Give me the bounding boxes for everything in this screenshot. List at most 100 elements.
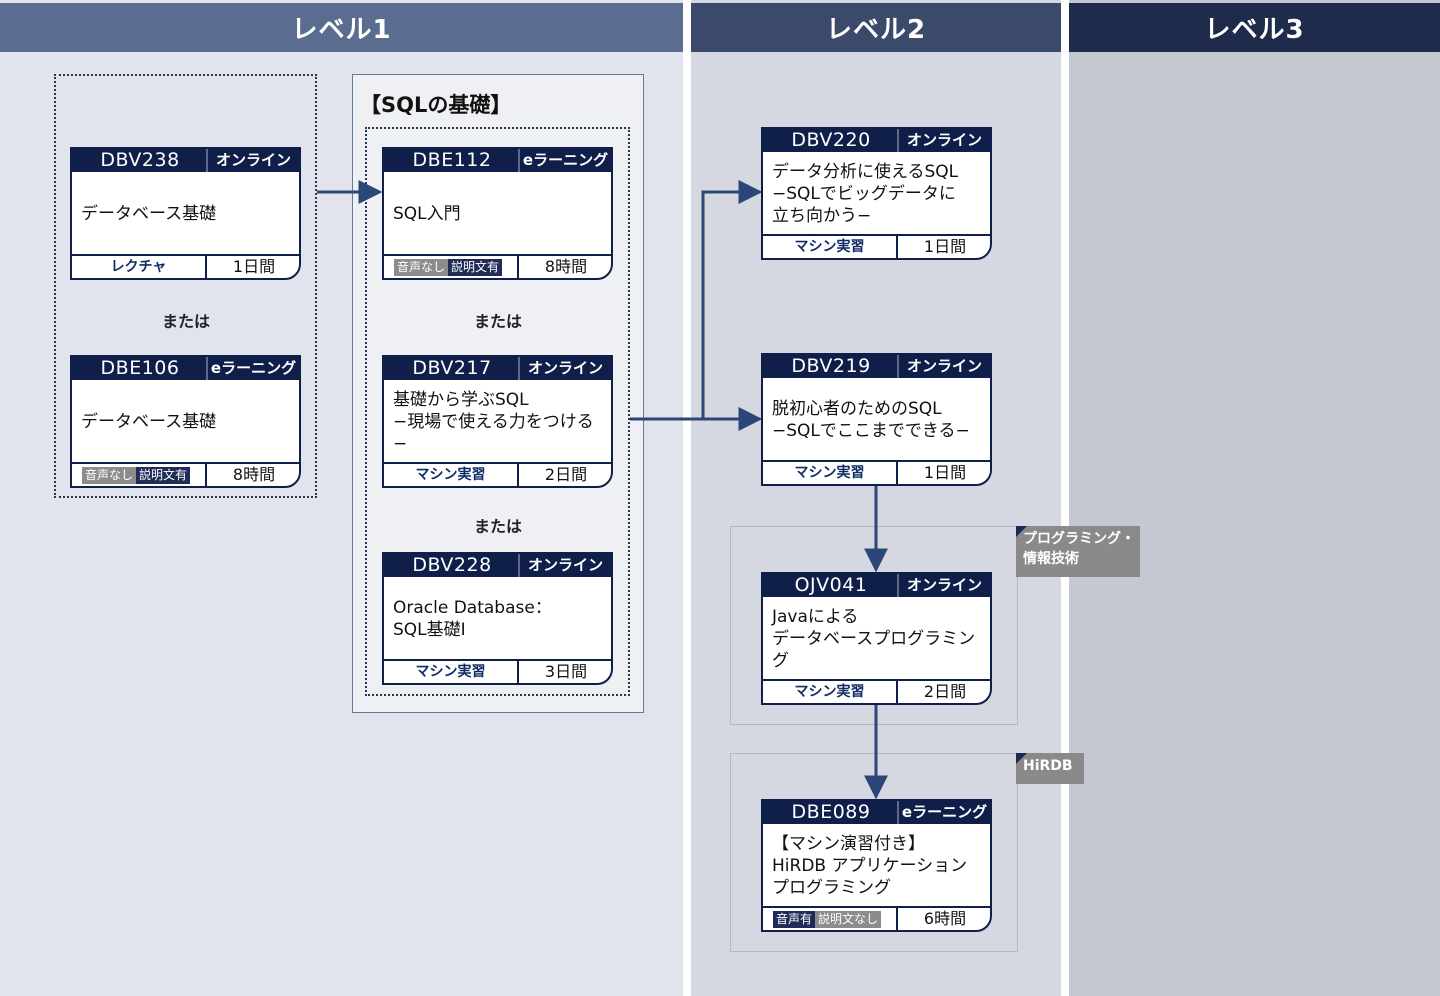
programming-tag: プログラミング・ 情報技術 — [1016, 526, 1140, 577]
course-card-dbe089[interactable]: DBE089 eラーニング【マシン演習付き】 HiRDB アプリケーション プログ… — [761, 799, 992, 932]
card-header: DBE112 eラーニング — [384, 149, 611, 172]
chip-group: 音声有説明文なし — [773, 911, 898, 928]
alternatives-box-left — [54, 74, 317, 498]
arrow-sql-to-dbv220 — [701, 180, 763, 419]
delivery-tag: eラーニング — [206, 357, 299, 380]
training-method: マシン実習 — [384, 661, 519, 683]
feature-chip: 説明文有 — [448, 259, 503, 276]
card-header: DBE106 eラーニング — [72, 357, 299, 380]
course-duration: 1日間 — [232, 257, 276, 276]
course-title: Oracle Database： SQL基礎Ⅰ — [393, 598, 552, 640]
course-code: OJV041 — [794, 574, 868, 596]
delivery-tag: オンライン — [206, 149, 299, 172]
column-label: レベル2 — [825, 15, 927, 45]
card-footer: 音声なし説明文有 8時間 — [384, 254, 611, 278]
course-duration: 6時間 — [923, 909, 967, 928]
course-title: 脱初心者のためのSQL −SQLでここまでできる− — [772, 399, 970, 441]
training-method: マシン実習 — [763, 681, 898, 703]
hirdb-frame — [730, 753, 1018, 952]
card-footer: 音声なし説明文有 8時間 — [72, 462, 299, 486]
training-method: マシン実習 — [763, 462, 898, 484]
card-footer: マシン実習 2日間 — [763, 679, 990, 703]
card-header: DBV238 オンライン — [72, 149, 299, 172]
course-title: データベース基礎 — [81, 204, 217, 224]
column-label: レベル1 — [291, 15, 392, 45]
course-duration: 3日間 — [544, 662, 588, 681]
course-code: DBV219 — [791, 355, 871, 377]
course-title: Javaによる データベースプログラミング — [772, 607, 976, 671]
feature-chip: 音声なし — [82, 467, 137, 484]
course-card-dbe112[interactable]: DBE112 eラーニング SQL入門音声なし説明文有 8時間 — [382, 147, 613, 280]
course-code: DBV220 — [791, 129, 871, 151]
chip-cell — [384, 256, 519, 278]
feature-chip: 説明文有 — [136, 467, 191, 484]
delivery-tag: eラーニング — [897, 801, 990, 824]
card-footer: 音声有説明文なし 6時間 — [763, 906, 990, 930]
column-header-level-1: レベル1 — [0, 3, 683, 52]
course-code: DBV238 — [100, 149, 180, 171]
course-code: DBE106 — [100, 357, 180, 379]
card-footer: マシン実習 2日間 — [384, 462, 611, 486]
course-duration: 8時間 — [232, 465, 276, 484]
course-card-dbv219[interactable]: DBV219 オンライン脱初心者のためのSQL −SQLでここまでできる− マシン実… — [761, 353, 992, 486]
course-card-dbe106[interactable]: DBE106 eラーニングデータベース基礎音声なし説明文有 8時間 — [70, 355, 301, 488]
chip-cell — [72, 464, 207, 486]
column-header-level-3: レベル3 — [1069, 3, 1440, 52]
or-label: または — [161, 312, 210, 331]
training-method: マシン実習 — [384, 464, 519, 486]
course-title: 基礎から学ぶSQL −現場で使える力をつける− — [393, 390, 594, 454]
course-duration: 1日間 — [923, 463, 967, 482]
feature-chip: 説明文なし — [815, 911, 882, 928]
card-header: DBV228 オンライン — [384, 554, 611, 577]
training-method: マシン実習 — [763, 236, 898, 258]
or-label: または — [473, 517, 522, 536]
hirdb-tag: HiRDB — [1016, 753, 1084, 784]
card-footer: マシン実習 1日間 — [763, 460, 990, 484]
course-duration: 2日間 — [544, 465, 588, 484]
course-code: DBV228 — [412, 554, 492, 576]
course-card-dbv238[interactable]: DBV238 オンラインデータベース基礎レクチャ 1日間 — [70, 147, 301, 280]
course-duration: 8時間 — [544, 257, 588, 276]
delivery-tag: オンライン — [518, 357, 611, 380]
card-footer: マシン実習 1日間 — [763, 234, 990, 258]
card-header: DBV217 オンライン — [384, 357, 611, 380]
chip-group: 音声なし説明文有 — [394, 259, 519, 276]
or-label: または — [473, 312, 522, 331]
delivery-tag: eラーニング — [518, 149, 611, 172]
programming-frame — [730, 526, 1018, 725]
card-header: OJV041 オンライン — [763, 574, 990, 597]
chip-group: 音声なし説明文有 — [82, 467, 207, 484]
course-title: データベース基礎 — [81, 412, 217, 432]
course-card-dbv217[interactable]: DBV217 オンライン基礎から学ぶSQL −現場で使える力をつける− マシン実習 2… — [382, 355, 613, 488]
course-title: データ分析に使えるSQL −SQLでビッグデータに 立ち向かう− — [772, 162, 959, 226]
feature-chip: 音声なし — [394, 259, 449, 276]
chip-cell — [763, 908, 898, 930]
course-code: DBE112 — [412, 149, 492, 171]
group-title: 【SQLの基礎】 — [360, 93, 512, 117]
column-header-level-2: レベル2 — [691, 3, 1061, 52]
course-code: DBE089 — [791, 801, 871, 823]
column-label: レベル3 — [1204, 15, 1305, 45]
delivery-tag: オンライン — [897, 355, 990, 378]
feature-chip: 音声有 — [773, 911, 816, 928]
course-code: DBV217 — [412, 357, 492, 379]
delivery-tag: オンライン — [518, 554, 611, 577]
card-footer: レクチャ 1日間 — [72, 254, 299, 278]
training-method: レクチャ — [72, 256, 207, 278]
alternatives-box-sql — [365, 127, 630, 696]
card-header: DBV219 オンライン — [763, 355, 990, 378]
course-title: SQL入門 — [393, 204, 461, 224]
card-header: DBV220 オンライン — [763, 129, 990, 152]
course-title: 【マシン演習付き】 HiRDB アプリケーション プログラミング — [772, 834, 968, 898]
delivery-tag: オンライン — [897, 129, 990, 152]
course-duration: 2日間 — [923, 682, 967, 701]
course-card-dbv228[interactable]: DBV228 オンライン Oracle Database： SQL基礎Ⅰ マシン実習 3… — [382, 552, 613, 685]
card-footer: マシン実習 3日間 — [384, 659, 611, 683]
delivery-tag: オンライン — [897, 574, 990, 597]
course-card-dbv220[interactable]: DBV220 オンラインデータ分析に使えるSQL −SQLでビッグデータに 立ち向… — [761, 127, 992, 260]
card-header: DBE089 eラーニング — [763, 801, 990, 824]
course-card-ojv041[interactable]: OJV041 オンライン Javaによる データベースプログラミングマシン実習 2日間 — [761, 572, 992, 705]
course-duration: 1日間 — [923, 237, 967, 256]
